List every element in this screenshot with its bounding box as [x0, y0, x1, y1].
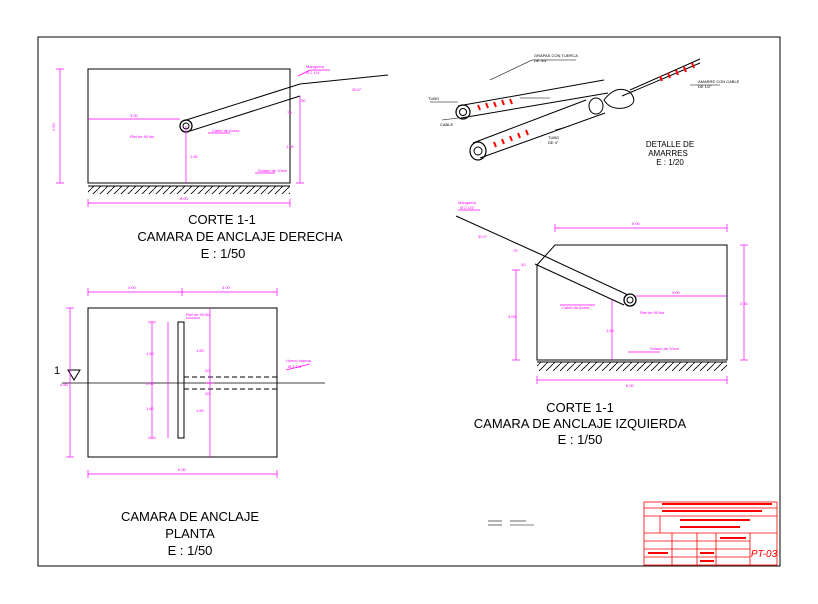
sheet-border — [37, 36, 781, 567]
plan-title: CAMARA DE ANCLAJE PLANTA E : 1/50 — [121, 509, 259, 558]
dimension-texts: 6.00 2.50 3.00 1.60 1.90 Manguera Ø 2 1/… — [51, 64, 362, 201]
detail-title: DETALLE DE AMARRES E : 1/20 — [646, 140, 694, 167]
svg-text:.75: .75 — [512, 248, 518, 253]
svg-text:1.60: 1.60 — [196, 408, 205, 413]
svg-text:6.00: 6.00 — [632, 221, 641, 226]
anchor-tube-upper — [182, 83, 301, 122]
svg-text:Ø 2 1/4": Ø 2 1/4" — [460, 205, 475, 210]
svg-text:1.60: 1.60 — [606, 328, 615, 333]
plan-title-line-1: CAMARA DE ANCLAJE — [121, 509, 259, 524]
svg-text:AMARRE CON CABLE: AMARRE CON CABLE — [698, 79, 740, 84]
plan-scale: E : 1/50 — [168, 543, 213, 558]
cable-line-left — [455, 215, 541, 255]
detail-title-line-1: DETALLE DE — [646, 140, 694, 149]
section-view-left: 6.00 6.00 2.50 3.00 1.60 3.00 Manguera Ø… — [455, 200, 749, 447]
detail-title-line-2: AMARRES — [648, 149, 688, 158]
scale-label: E : 1/50 — [201, 246, 246, 261]
title-line-2: CAMARA DE ANCLAJE DERECHA — [137, 229, 342, 244]
svg-text:3.00: 3.00 — [508, 314, 517, 319]
plan-outline — [87, 307, 278, 458]
dimension-lines — [56, 68, 330, 207]
svg-text:.30: .30 — [520, 262, 526, 267]
svg-text:1.90: 1.90 — [286, 144, 295, 149]
svg-text:1.60: 1.60 — [196, 348, 205, 353]
title-line-1: CORTE 1-1 — [188, 212, 256, 227]
legend — [488, 520, 534, 526]
svg-text:4.80: 4.80 — [60, 382, 69, 387]
svg-text:6.00: 6.00 — [178, 467, 187, 472]
left-title-line-1: CORTE 1-1 — [546, 400, 614, 415]
plan-title-line-2: PLANTA — [165, 526, 215, 541]
section-view-right: 6.00 2.50 3.00 1.60 1.90 Manguera Ø 2 1/… — [51, 64, 389, 261]
svg-text:Solado de 10cm: Solado de 10cm — [650, 346, 680, 351]
plan-view: 1 3.00 3.00 6.00 4.80 1. — [54, 285, 325, 558]
svg-text:.30: .30 — [300, 98, 306, 103]
ground-hatch-left — [537, 362, 727, 371]
sheet-number: PT-03 — [751, 549, 778, 560]
svg-text:1.60: 1.60 — [146, 351, 155, 356]
svg-text:Riel de 90 lbs: Riel de 90 lbs — [640, 310, 664, 315]
svg-text:CABLE: CABLE — [440, 122, 453, 127]
view-title: CORTE 1-1 CAMARA DE ANCLAJE DERECHA E : … — [137, 212, 342, 261]
svg-text:.20: .20 — [204, 391, 210, 396]
svg-text:1.60: 1.60 — [146, 406, 155, 411]
svg-text:Riel de 90 lbs: Riel de 90 lbs — [186, 312, 210, 317]
chamber-outline — [87, 68, 291, 184]
left-title-line-2: CAMARA DE ANCLAJE IZQUIERDA — [474, 416, 687, 431]
left-view-title: CORTE 1-1 CAMARA DE ANCLAJE IZQUIERDA E … — [474, 400, 687, 447]
svg-text:1.60: 1.60 — [190, 154, 199, 159]
svg-text:TUBO: TUBO — [428, 96, 439, 101]
svg-text:Manguera: Manguera — [306, 64, 325, 69]
svg-text:Ø 2 1/4": Ø 2 1/4" — [288, 364, 303, 369]
title-block — [643, 501, 778, 566]
section-marker: 1 — [54, 365, 60, 377]
svg-text:30.0°: 30.0° — [478, 234, 488, 239]
ground-hatch — [88, 186, 290, 194]
svg-text:Cable de Acero: Cable de Acero — [562, 305, 590, 310]
svg-text:.20: .20 — [204, 368, 210, 373]
anchor-tube-lower — [189, 95, 301, 132]
svg-text:TUBO: TUBO — [548, 135, 559, 140]
svg-text:3.00: 3.00 — [672, 290, 681, 295]
left-dimension-texts: 6.00 6.00 2.50 3.00 1.60 3.00 Manguera Ø… — [458, 200, 749, 388]
svg-text:2.50: 2.50 — [51, 122, 56, 131]
svg-text:Solado de 10cm: Solado de 10cm — [258, 168, 288, 173]
chamber-outline-left — [536, 244, 728, 361]
svg-text:Hueco tuberia: Hueco tuberia — [286, 358, 312, 363]
svg-text:Ø 2 1/4": Ø 2 1/4" — [306, 70, 321, 75]
svg-text:Cable de Acero: Cable de Acero — [212, 128, 240, 133]
svg-text:GRAPAS CON TUERCA: GRAPAS CON TUERCA — [534, 53, 578, 58]
detail-notes: GRAPAS CON TUERCA DE 3/4" AMARRE CON CAB… — [428, 53, 740, 145]
svg-text:2.00: 2.00 — [146, 381, 155, 386]
svg-text:3.00: 3.00 — [130, 113, 139, 118]
svg-text:2.50: 2.50 — [740, 301, 749, 306]
cable-line — [299, 74, 389, 85]
svg-text:Riel de 90 lbs: Riel de 90 lbs — [130, 134, 154, 139]
detail-view-ties: GRAPAS CON TUERCA DE 3/4" AMARRE CON CAB… — [428, 53, 740, 167]
svg-text:DE 1/2": DE 1/2" — [698, 84, 712, 89]
left-scale: E : 1/50 — [558, 432, 603, 447]
svg-text:6.00: 6.00 — [626, 383, 635, 388]
section-triangle — [67, 369, 81, 381]
plan-dimension-texts: 3.00 3.00 6.00 4.80 1.60 2.00 1.60 1.60 … — [60, 285, 312, 472]
svg-text:Manguera: Manguera — [458, 200, 477, 205]
detail-scale: E : 1/20 — [656, 158, 684, 167]
svg-text:DE 3/4": DE 3/4" — [534, 58, 548, 63]
plan-bar — [177, 321, 185, 439]
svg-text:3.00: 3.00 — [128, 285, 137, 290]
svg-text:3.00: 3.00 — [222, 285, 231, 290]
svg-text:30.0°: 30.0° — [352, 87, 362, 92]
title-block-fill — [648, 503, 772, 562]
svg-text:6.00: 6.00 — [180, 196, 189, 201]
svg-text:.75: .75 — [286, 110, 292, 115]
svg-text:DE 4": DE 4" — [548, 140, 559, 145]
